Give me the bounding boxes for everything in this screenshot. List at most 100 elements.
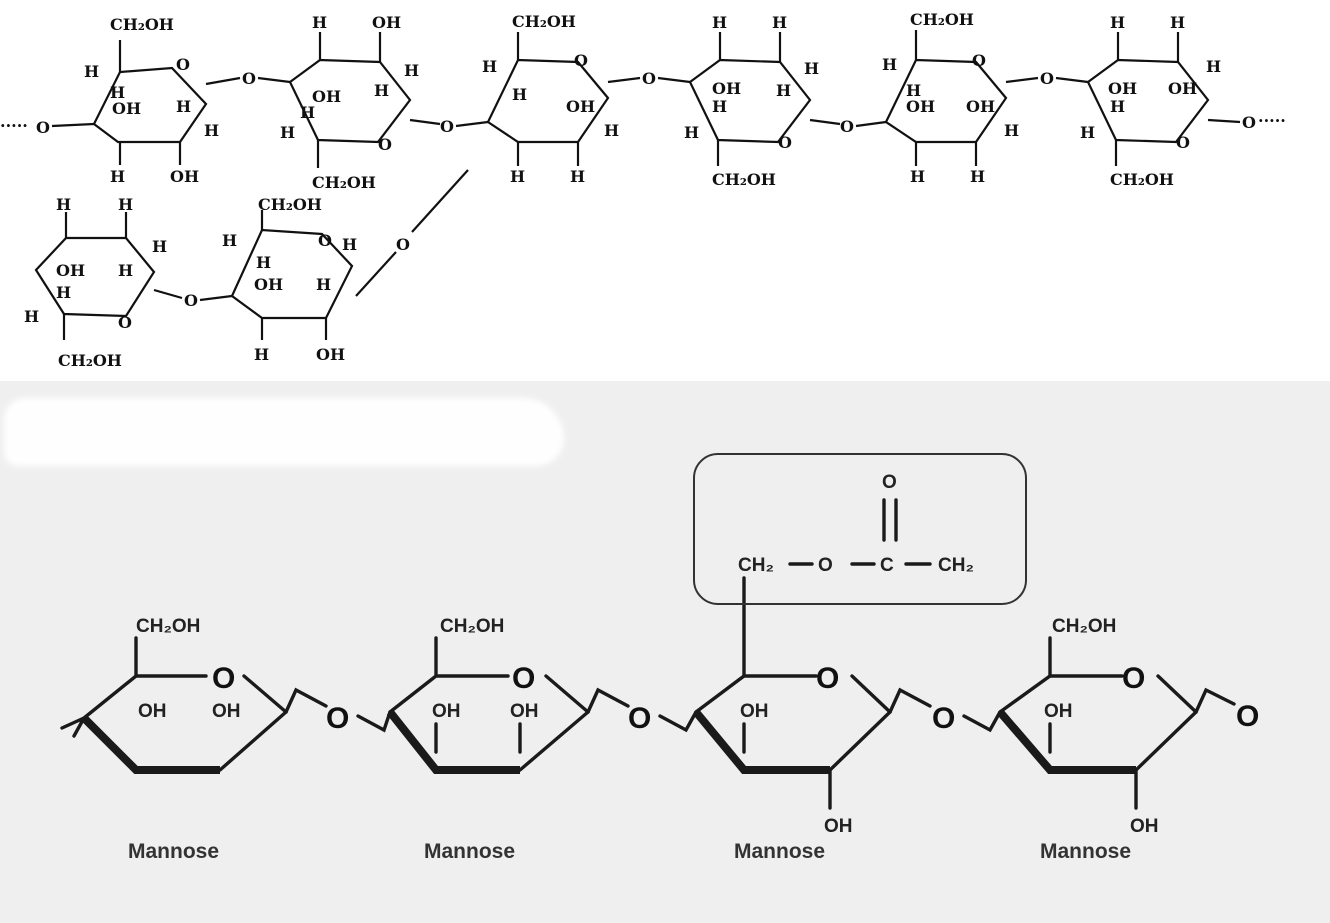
svg-text:H: H [118,261,133,280]
svg-text:OH: OH [56,261,85,280]
svg-text:H: H [1110,13,1125,32]
svg-text:H: H [804,59,819,78]
svg-text:H: H [300,103,315,122]
ring-o: O [512,662,535,695]
svg-text:H: H [222,231,237,250]
svg-text:H: H [512,85,527,104]
white-smudge [4,398,564,466]
terminal-o: O [1236,700,1259,733]
glycosidic-o: O [642,69,656,88]
svg-text:H: H [1170,13,1185,32]
svg-text:H: H [1206,57,1221,76]
chain-dots-left: ····· [0,116,28,135]
glycosidic-o: O [628,702,651,735]
svg-text:OH: OH [1108,79,1137,98]
bottom-structure-panel [0,381,1330,923]
acetyl-carbonyl-o: O [882,472,897,493]
acetyl-o: O [818,555,833,576]
svg-text:H: H [204,121,219,140]
acetyl-ch2-end: CH₂ [938,555,974,576]
svg-text:OH: OH [316,345,345,364]
svg-text:OH: OH [510,701,539,722]
sugar-label: Mannose [1040,840,1131,863]
ring-o: O [778,133,792,152]
svg-text:H: H [604,121,619,140]
svg-text:H: H [772,13,787,32]
svg-text:OH: OH [966,97,995,116]
svg-text:H: H [118,195,133,214]
mannose-ring-2: CH₂OH O OH OH Mannose [386,616,590,863]
svg-text:H: H [776,81,791,100]
glycosidic-o: O [440,117,454,136]
top-ring-2: H OH OH H H H H O CH₂OH [280,13,419,192]
svg-text:OH: OH [112,99,141,118]
ring-o: O [1122,662,1145,695]
svg-text:H: H [280,123,295,142]
svg-text:H: H [712,13,727,32]
ch2oh-label: CH₂OH [1052,616,1116,637]
svg-text:H: H [312,13,327,32]
glycosidic-o: O [840,117,854,136]
ring-o: O [816,662,839,695]
svg-text:OH: OH [212,701,241,722]
acetyl-group-box: CH₂ O C CH₂ O [693,453,1027,605]
svg-text:OH: OH [138,701,167,722]
ch2oh-label: CH₂OH [440,616,504,637]
top-chain: ····· O CH₂OH O H H OH H H H OH O [0,10,1286,370]
svg-text:H: H [176,97,191,116]
ch2oh-label: CH₂OH [110,15,174,34]
top-branch-ring-a: H H OH H H H H O CH₂OH [24,195,167,370]
ch2oh-label: CH₂OH [712,170,776,189]
ring-o: O [1176,133,1190,152]
top-ring-5: CH₂OH O H H OH OH H H H [882,10,1019,186]
glycosidic-o: O [1242,113,1256,132]
glycosidic-o: O [1040,69,1054,88]
svg-text:OH: OH [432,701,461,722]
mannose-ring-1: CH₂OH O OH OH Mannose [81,616,288,863]
svg-text:H: H [510,167,525,186]
svg-text:H: H [110,167,125,186]
glycosidic-o: O [184,291,198,310]
svg-text:OH: OH [566,97,595,116]
ch2oh-label: CH₂OH [58,351,122,370]
glycosidic-o: O [932,702,955,735]
chain-dots-right: ····· [1258,111,1286,130]
svg-text:H: H [906,81,921,100]
svg-text:OH: OH [1130,816,1159,837]
svg-text:H: H [970,167,985,186]
ring-o: O [118,313,132,332]
svg-text:H: H [84,62,99,81]
svg-text:H: H [342,235,357,254]
top-ring-1: CH₂OH O H H OH H H H OH [84,15,219,186]
svg-text:OH: OH [712,79,741,98]
sugar-label: Mannose [128,840,219,863]
svg-text:OH: OH [254,275,283,294]
ring-o: O [318,231,332,250]
svg-text:OH: OH [312,87,341,106]
top-structure-panel [0,0,1330,381]
svg-text:H: H [374,81,389,100]
ch2oh-label: CH₂OH [1110,170,1174,189]
top-ring-3: CH₂OH O H H OH H H H [482,12,619,186]
bottom-chain: CH₂OH O OH OH Mannose O CH₂OH O OH OH Ma… [60,453,1259,863]
top-ring-4: H H OH H H H H O CH₂OH [684,13,819,189]
svg-text:H: H [404,61,419,80]
mannose-ring-3: O OH OH Mannose [692,576,892,863]
svg-text:OH: OH [740,701,769,722]
svg-text:OH: OH [906,97,935,116]
top-ring-6: H H OH OH H H H O CH₂OH [1080,13,1221,189]
svg-text:H: H [56,195,71,214]
svg-text:H: H [1004,121,1019,140]
branch-o: O [396,235,410,254]
svg-text:H: H [110,83,125,102]
svg-text:H: H [482,57,497,76]
svg-text:H: H [256,253,271,272]
ring-o: O [176,55,190,74]
svg-text:H: H [24,307,39,326]
svg-text:H: H [570,167,585,186]
svg-text:H: H [254,345,269,364]
svg-text:OH: OH [824,816,853,837]
svg-text:H: H [1080,123,1095,142]
ch2oh-label: CH₂OH [312,173,376,192]
